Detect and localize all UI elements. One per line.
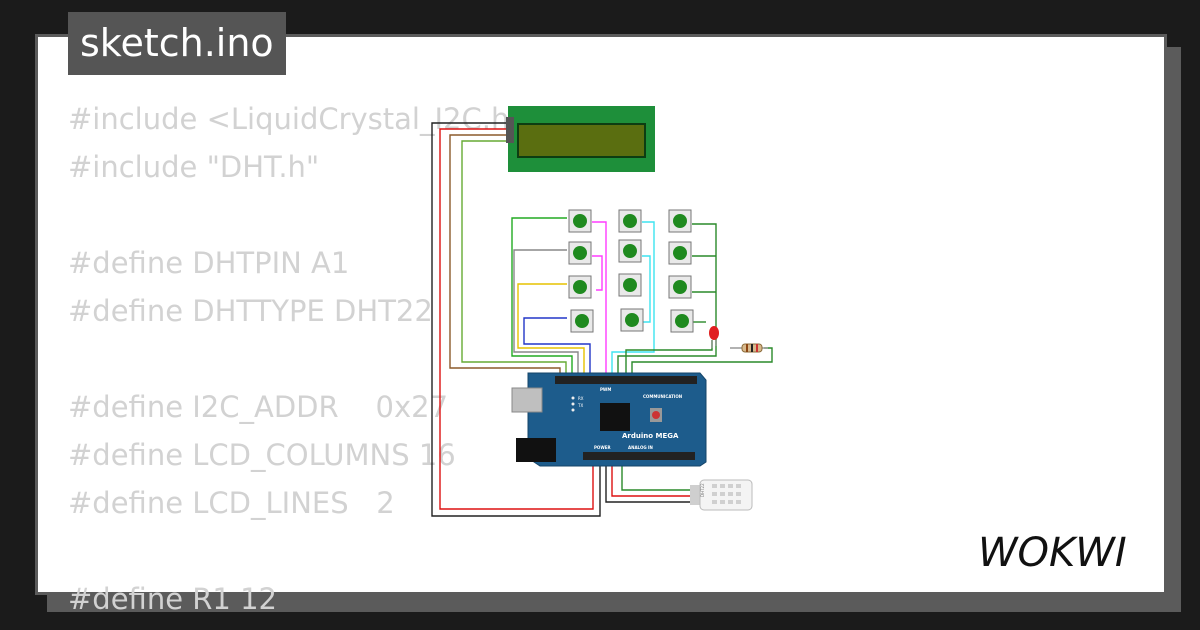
sensor-name: DHT22 [700, 483, 705, 497]
code-line: #define LCD_COLUMNS 16 [68, 438, 456, 472]
wire-row3 [517, 283, 585, 374]
code-preview: #include <LiquidCrystal_I2C.h> #include "… [68, 95, 534, 623]
wire-led [625, 340, 713, 374]
keypad [568, 209, 694, 333]
tx-label: TX [577, 403, 583, 408]
wire-dht-vcc [611, 462, 690, 497]
file-tab[interactable]: sketch.ino [68, 12, 286, 75]
communication-label: COMMUNICATION [643, 394, 682, 399]
analog-in-label: ANALOG IN [628, 445, 653, 450]
lcd-screen [517, 123, 646, 158]
rx-label: RX [578, 396, 584, 401]
power-jack [516, 438, 556, 462]
push-button[interactable] [670, 309, 694, 333]
resistor[interactable] [730, 343, 768, 353]
code-line: #define DHTTYPE DHT22 [68, 294, 433, 328]
push-button[interactable] [618, 273, 642, 297]
push-button[interactable] [668, 241, 692, 265]
lcd-display[interactable] [506, 106, 655, 172]
pwm-label: PWM [600, 387, 611, 392]
wire-col2 [611, 221, 655, 374]
wire-row2 [513, 249, 579, 374]
code-line: #define R1 12 [68, 582, 277, 616]
wire-dht-gnd [605, 462, 690, 503]
push-button[interactable] [618, 239, 642, 263]
code-line: #include "DHT.h" [68, 150, 320, 184]
wokwi-logo: WOKWI [978, 530, 1127, 576]
sensor-pins [690, 485, 700, 505]
push-button[interactable] [568, 209, 592, 233]
code-line: #define I2C_ADDR 0x27 [68, 390, 449, 424]
wire-col3 [617, 223, 717, 374]
wire-row1 [511, 217, 573, 374]
board-name: Arduino MEGA [622, 432, 679, 440]
power-label: POWER [594, 445, 611, 450]
led[interactable] [709, 326, 719, 348]
code-line: #define DHTPIN A1 [68, 246, 350, 280]
wire-col1 [592, 221, 607, 374]
sensor-body [699, 479, 753, 511]
push-button[interactable] [668, 209, 692, 233]
wire-vcc [439, 128, 594, 510]
push-button[interactable] [618, 209, 642, 233]
digital-header [555, 376, 697, 384]
wire-dht-data [621, 462, 690, 491]
mcu-chip [600, 403, 630, 431]
wire-scl [461, 140, 567, 374]
push-button[interactable] [568, 275, 592, 299]
wire-row4 [523, 317, 591, 374]
analog-header [583, 452, 695, 460]
push-button[interactable] [668, 275, 692, 299]
arduino-mega-board[interactable]: RX TX PWM COMMUNICATION Arduino MEGA POW… [511, 372, 707, 467]
wire-gnd [431, 122, 601, 517]
logo-text: WOKWI [978, 530, 1127, 576]
wire-sda [449, 134, 561, 374]
code-line: #include <LiquidCrystal_I2C.h> [68, 102, 534, 136]
wire-resistor [631, 347, 773, 374]
push-button[interactable] [570, 309, 594, 333]
push-button[interactable] [620, 308, 644, 332]
file-tab-label: sketch.ino [80, 21, 274, 65]
wire-col1b [592, 255, 603, 291]
push-button[interactable] [568, 241, 592, 265]
dht22-sensor[interactable]: DHT22 [690, 479, 753, 511]
wire-col2b [642, 255, 651, 323]
lcd-i2c-pins [506, 117, 514, 143]
wires [431, 122, 773, 517]
code-line: #define LCD_LINES 2 [68, 486, 395, 520]
usb-port [511, 387, 543, 413]
